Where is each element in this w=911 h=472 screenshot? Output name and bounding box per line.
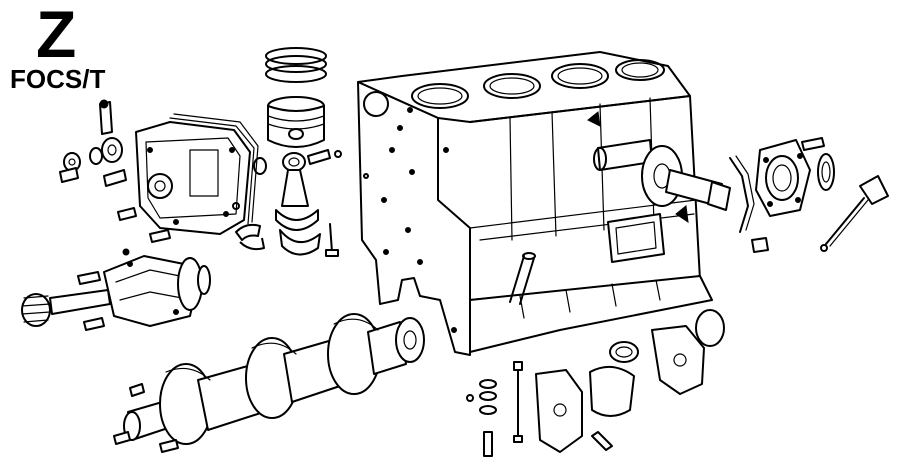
piston-rings: [265, 47, 327, 83]
cylinder-bore-1: [411, 83, 469, 109]
crankshaft-key-c: [159, 439, 179, 453]
section-letter: Z: [36, 0, 77, 71]
crankshaft-key: [129, 383, 145, 397]
snap-ring: [695, 309, 725, 347]
main-bearing-shells: [589, 341, 639, 417]
pump-bolt-a: [77, 271, 101, 285]
rear-oil-seal: [817, 153, 835, 191]
rear-crankshaft-seal-housing: [729, 137, 835, 253]
piston: [267, 96, 325, 148]
model-code: FOCS/T: [10, 64, 106, 94]
gudgeon-pin: [307, 149, 331, 165]
oil-pump-drive-gear: [21, 289, 111, 327]
oil-pump: [103, 255, 211, 327]
main-bearing-caps: [535, 325, 705, 453]
connecting-rod-bearing-shells: [235, 223, 265, 251]
pump-bolt-b: [83, 317, 105, 331]
cover-screw-a: [117, 207, 137, 221]
timing-cover-bolt: [103, 169, 127, 187]
cylinder-bore-4: [615, 59, 665, 81]
timing-case-cover: [135, 121, 251, 235]
connecting-rod: [275, 152, 339, 257]
distributor-drive-shaft: [593, 139, 731, 211]
title-block: Z FOCS/T: [10, 0, 106, 94]
cylinder-bore-3: [551, 63, 609, 89]
block-front-plate: [357, 81, 471, 356]
circlip: [334, 150, 342, 158]
timing-cover-gasket: [169, 113, 259, 225]
block-side-cover: [607, 213, 665, 263]
small-clip: [363, 173, 369, 179]
cover-screw-b: [149, 229, 171, 243]
small-fitting: [59, 167, 79, 183]
seal-housing-gasket: [729, 157, 749, 233]
bolts-and-studs: [466, 361, 613, 457]
cylinder-bore-2: [483, 73, 541, 99]
dipstick: [820, 175, 889, 252]
crankshaft-key-b: [113, 431, 131, 445]
small-bushing: [253, 157, 267, 175]
block-lower-skirt: [469, 275, 713, 353]
crankshaft: [123, 313, 425, 445]
front-oil-seal: [63, 137, 123, 172]
cylinder-block: [357, 51, 713, 356]
